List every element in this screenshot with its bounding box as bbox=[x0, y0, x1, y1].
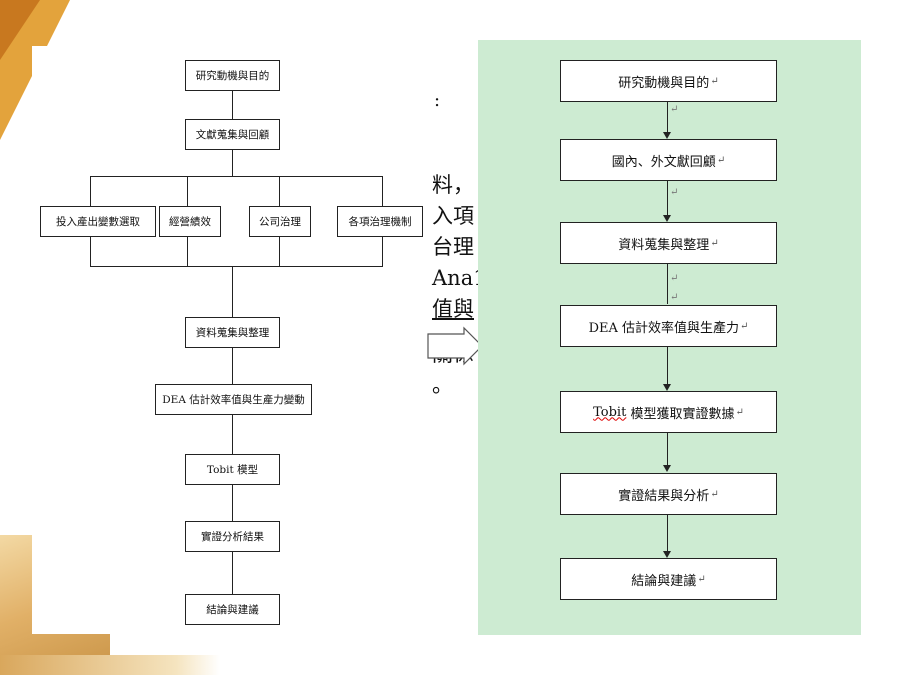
paragraph-mark: ↵ bbox=[670, 273, 679, 284]
decor-bottom-strip bbox=[0, 655, 220, 675]
arrow-down-icon bbox=[663, 465, 671, 472]
paragraph-mark: ↵ bbox=[670, 292, 679, 303]
branch-bottom-bar bbox=[90, 266, 383, 267]
tobit-word: Tobit bbox=[593, 404, 627, 420]
right-step-results-label: 實證結果與分析 bbox=[618, 488, 710, 504]
left-step-motivation-label: 研究動機與目的 bbox=[195, 70, 270, 82]
left-step-conclusion: 結論與建議 bbox=[185, 594, 280, 625]
left-branch-mechanisms: 各項治理機制 bbox=[337, 206, 423, 237]
connector bbox=[667, 180, 668, 216]
left-flowchart: 研究動機與目的 文獻蒐集與回顧 投入產出變數選取 經營績效 公司治理 各項治理機… bbox=[32, 46, 442, 634]
paragraph-mark: ↵ bbox=[710, 488, 719, 500]
left-step-tobit-label: Tobit 模型 bbox=[206, 464, 259, 476]
left-step-data-label: 資料蒐集與整理 bbox=[195, 327, 270, 339]
paragraph-mark: ↵ bbox=[735, 406, 744, 418]
left-branch-performance: 經營績效 bbox=[159, 206, 221, 237]
connector bbox=[232, 149, 233, 176]
paragraph-mark: ↵ bbox=[710, 237, 719, 249]
middle-line: 。 bbox=[432, 373, 453, 397]
paragraph-mark: ↵ bbox=[740, 320, 749, 332]
connector bbox=[232, 347, 233, 384]
left-step-data: 資料蒐集與整理 bbox=[185, 317, 280, 348]
connector bbox=[667, 432, 668, 466]
right-step-results: 實證結果與分析↵ bbox=[560, 473, 777, 515]
right-step-literature-label: 國內、外文獻回顧 bbox=[611, 154, 716, 170]
paragraph-mark: ↵ bbox=[670, 104, 679, 115]
connector bbox=[232, 90, 233, 119]
right-step-tobit: Tobit 模型獲取實證數據↵ bbox=[560, 391, 777, 433]
left-step-results: 實證分析結果 bbox=[185, 521, 280, 552]
branch-rise bbox=[279, 236, 280, 266]
left-step-motivation: 研究動機與目的 bbox=[185, 60, 280, 91]
connector bbox=[667, 263, 668, 304]
branch-drop bbox=[382, 176, 383, 206]
arrow-down-icon bbox=[663, 551, 671, 558]
left-step-literature: 文獻蒐集與回顧 bbox=[185, 119, 280, 150]
branch-drop bbox=[90, 176, 91, 206]
branch-drop bbox=[187, 176, 188, 206]
paragraph-mark: ↵ bbox=[710, 75, 719, 87]
left-step-tobit: Tobit 模型 bbox=[185, 454, 280, 485]
arrow-down-icon bbox=[663, 132, 671, 139]
right-flowchart-panel: 研究動機與目的↵ ↵ 國內、外文獻回顧↵ ↵ 資料蒐集與整理↵ ↵ ↵ DEA … bbox=[478, 40, 861, 635]
left-step-dea: DEA 估計效率值與生產力變動 bbox=[155, 384, 312, 415]
left-step-literature-label: 文獻蒐集與回顧 bbox=[195, 129, 270, 141]
connector bbox=[667, 101, 668, 133]
connector bbox=[232, 484, 233, 521]
arrow-down-icon bbox=[663, 384, 671, 391]
callout-arrow-icon bbox=[427, 326, 483, 366]
right-step-motivation: 研究動機與目的↵ bbox=[560, 60, 777, 102]
paragraph-mark: ↵ bbox=[716, 154, 726, 166]
right-step-conclusion: 結論與建議↵ bbox=[560, 558, 777, 600]
left-step-dea-label: DEA 估計效率值與生產力變動 bbox=[162, 394, 305, 406]
right-step-data: 資料蒐集與整理↵ bbox=[560, 222, 777, 264]
connector bbox=[232, 414, 233, 454]
middle-line: 入項 bbox=[432, 204, 474, 228]
branch-top-bar bbox=[90, 176, 383, 177]
connector bbox=[667, 346, 668, 385]
left-step-results-label: 實證分析結果 bbox=[201, 531, 264, 543]
branch-rise bbox=[90, 236, 91, 266]
middle-fragment: : bbox=[434, 90, 441, 111]
left-branch-performance-label: 經營績效 bbox=[169, 216, 211, 228]
left-branch-governance: 公司治理 bbox=[249, 206, 311, 237]
middle-line: 料， bbox=[432, 173, 474, 197]
branch-rise bbox=[187, 236, 188, 266]
left-step-conclusion-label: 結論與建議 bbox=[206, 604, 259, 616]
paragraph-mark: ↵ bbox=[697, 573, 706, 585]
branch-rise bbox=[382, 236, 383, 266]
branch-drop bbox=[279, 176, 280, 206]
arrow-down-icon bbox=[663, 215, 671, 222]
paragraph-mark: ↵ bbox=[670, 187, 679, 198]
left-branch-variables: 投入產出變數選取 bbox=[40, 206, 156, 237]
right-step-dea: DEA 估計效率值與生產力↵ bbox=[560, 305, 777, 347]
right-step-dea-label: DEA 估計效率值與生產力 bbox=[588, 320, 740, 336]
right-step-literature: 國內、外文獻回顧↵ bbox=[560, 139, 777, 181]
right-step-data-label: 資料蒐集與整理 bbox=[618, 237, 710, 253]
right-step-motivation-label: 研究動機與目的 bbox=[618, 75, 710, 91]
middle-line: 台理 bbox=[432, 235, 474, 259]
left-branch-governance-label: 公司治理 bbox=[259, 216, 301, 228]
middle-line: Ana1 bbox=[432, 266, 487, 290]
left-branch-variables-label: 投入產出變數選取 bbox=[56, 216, 140, 228]
left-branch-mechanisms-label: 各項治理機制 bbox=[348, 216, 412, 228]
middle-line: 值與 bbox=[432, 297, 474, 321]
connector bbox=[232, 266, 233, 317]
right-step-conclusion-label: 結論與建議 bbox=[631, 573, 697, 589]
connector bbox=[232, 551, 233, 594]
connector bbox=[667, 514, 668, 552]
